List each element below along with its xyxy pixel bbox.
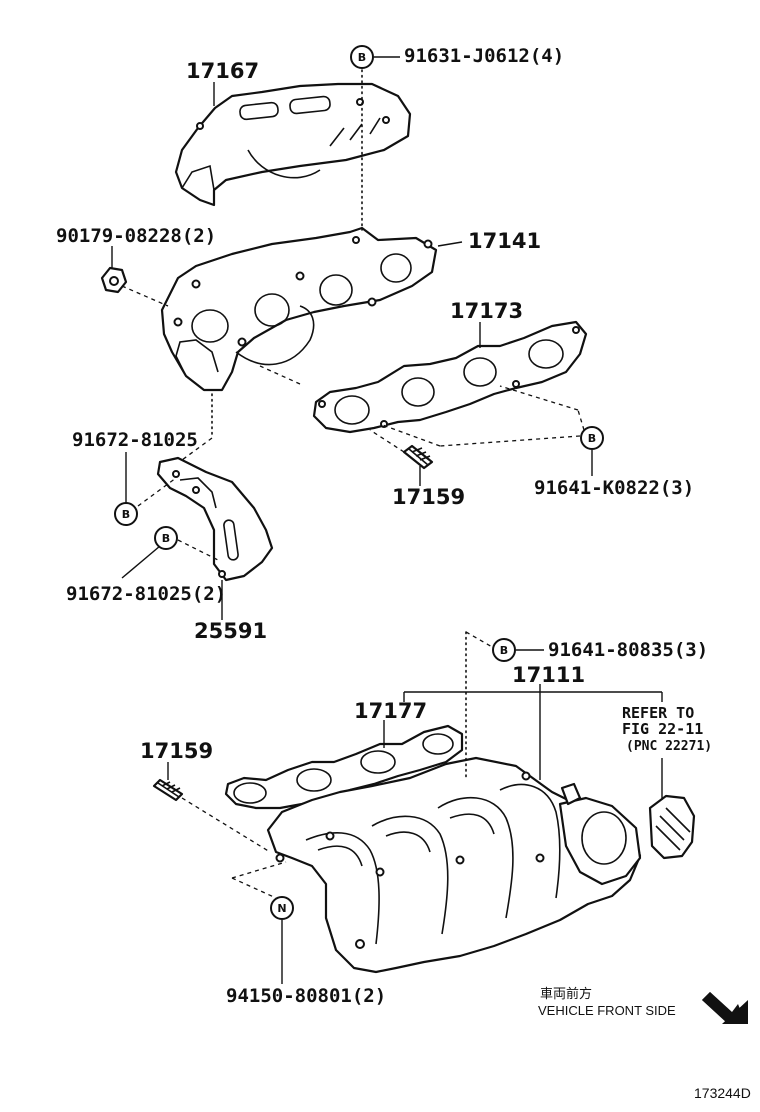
label-91672-lower: 91672-81025(2) <box>66 583 226 605</box>
label-17173: 17173 <box>450 299 523 323</box>
badge-b-91631: B <box>350 45 374 69</box>
svg-text:B: B <box>358 51 366 64</box>
svg-text:B: B <box>122 508 130 521</box>
bracket-25591 <box>156 456 274 582</box>
badge-b-91672-lower: B <box>154 526 178 550</box>
label-17159-upper: 17159 <box>392 485 465 509</box>
badge-b-91672-upper: B <box>114 502 138 526</box>
stud-17159-upper <box>402 444 434 470</box>
badge-b-91641-80835: B <box>492 638 516 662</box>
intake-gasket-17177 <box>224 724 464 810</box>
refer-note-line3: (PNC 22271) <box>626 739 712 754</box>
intake-manifold-17111 <box>266 756 696 974</box>
label-17141: 17141 <box>468 229 541 253</box>
nut-90179 <box>100 266 128 294</box>
refer-note-line2: FIG 22-11 <box>622 720 703 738</box>
label-17177: 17177 <box>354 699 427 723</box>
badge-b-91641-k0822: B <box>580 426 604 450</box>
label-91641-80835: 91641-80835(3) <box>548 639 708 661</box>
vehicle-front-en: VEHICLE FRONT SIDE <box>538 1003 676 1018</box>
label-17159-lower: 17159 <box>140 739 213 763</box>
badge-n-94150: N <box>270 896 294 920</box>
svg-text:B: B <box>162 532 170 545</box>
label-17167: 17167 <box>186 59 259 83</box>
refer-note-line1: REFER TO <box>622 704 694 722</box>
label-91641-k0822: 91641-K0822(3) <box>534 477 694 499</box>
label-91672-upper: 91672-81025 <box>72 429 198 451</box>
label-90179: 90179-08228(2) <box>56 225 216 247</box>
arrow-down-right-icon <box>702 992 748 1024</box>
label-17111: 17111 <box>512 663 585 687</box>
exhaust-gasket-17173 <box>312 320 588 434</box>
svg-text:B: B <box>500 644 508 657</box>
label-25591: 25591 <box>194 619 267 643</box>
stud-17159-lower <box>152 778 184 802</box>
vehicle-front-jp: 車両前方 <box>540 986 592 1001</box>
label-91631: 91631-J0612(4) <box>404 45 564 67</box>
heat-insulator-17167 <box>174 82 412 207</box>
figure-id: 173244D <box>694 1085 751 1101</box>
leader-lines <box>111 56 663 984</box>
exhaust-manifold-17141 <box>160 226 438 392</box>
svg-text:B: B <box>588 432 596 445</box>
svg-text:N: N <box>277 902 286 915</box>
label-94150: 94150-80801(2) <box>226 985 386 1007</box>
